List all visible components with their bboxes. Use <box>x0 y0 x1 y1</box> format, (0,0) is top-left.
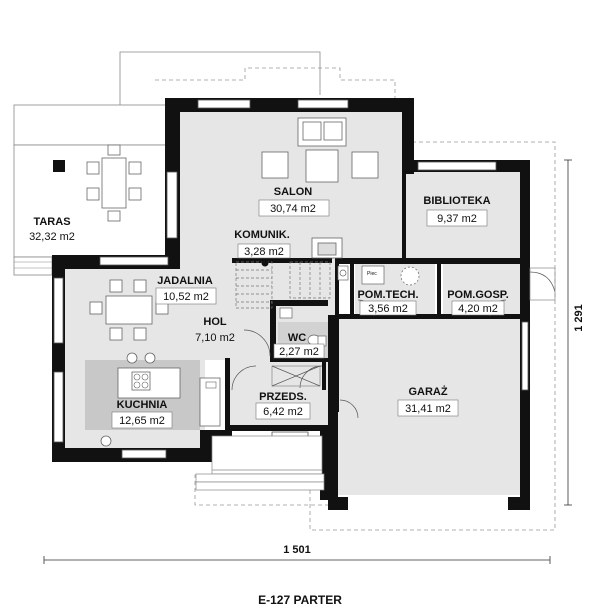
room-labels: TARAS 32,32 m2 SALON 30,74 m2 BIBLIOTEKA… <box>29 186 509 429</box>
windows <box>53 99 529 459</box>
terrace-table <box>86 144 142 222</box>
room-name-hol: HOL <box>203 316 227 328</box>
room-area-biblioteka: 9,37 m2 <box>437 213 477 225</box>
width-dimension: 1 501 <box>283 544 311 556</box>
room-name-wc: WC <box>288 332 306 344</box>
chimney-column <box>53 160 65 172</box>
furnace-label: Piec <box>367 271 377 277</box>
room-area-garaz: 31,41 m2 <box>405 403 451 415</box>
dining-table <box>89 279 169 341</box>
room-name-salon: SALON <box>274 186 313 198</box>
plan-title: E-127 PARTER <box>258 593 342 607</box>
kitchen-fixtures <box>100 352 221 447</box>
room-name-biblioteka: BIBLIOTEKA <box>423 195 490 207</box>
wc-fixtures <box>279 307 327 347</box>
room-area-pomtech: 3,56 m2 <box>368 303 408 315</box>
room-area-jadalnia: 10,52 m2 <box>163 291 209 303</box>
room-area-komunik: 3,28 m2 <box>244 246 284 258</box>
room-area-kuchnia: 12,65 m2 <box>119 415 165 427</box>
room-area-przeds: 6,42 m2 <box>263 406 303 418</box>
staircase <box>235 261 331 309</box>
dimension-lines <box>43 159 572 564</box>
room-name-przeds: PRZEDS. <box>259 391 307 403</box>
room-area-hol: 7,10 m2 <box>195 332 235 344</box>
height-dimension: 1 291 <box>573 304 585 332</box>
room-area-pomgosp: 4,20 m2 <box>458 303 498 315</box>
living-furniture <box>261 117 379 259</box>
room-name-komunik: KOMUNIK. <box>234 229 290 241</box>
room-name-garaz: GARAŻ <box>408 385 447 398</box>
room-name-kuchnia: KUCHNIA <box>117 399 168 411</box>
tech-fixtures <box>337 265 420 286</box>
porch-steps <box>195 435 325 491</box>
room-area-wc: 2,27 m2 <box>279 346 319 358</box>
room-name-pomgosp: POM.GOSP. <box>447 289 509 301</box>
column-dot <box>261 259 269 267</box>
room-name-taras: TARAS <box>33 216 70 228</box>
room-area-salon: 30,74 m2 <box>270 203 316 215</box>
room-name-pomtech: POM.TECH. <box>357 289 418 301</box>
terrace <box>13 51 321 276</box>
room-area-taras: 32,32 m2 <box>29 231 75 243</box>
room-name-jadalnia: JADALNIA <box>157 275 213 287</box>
